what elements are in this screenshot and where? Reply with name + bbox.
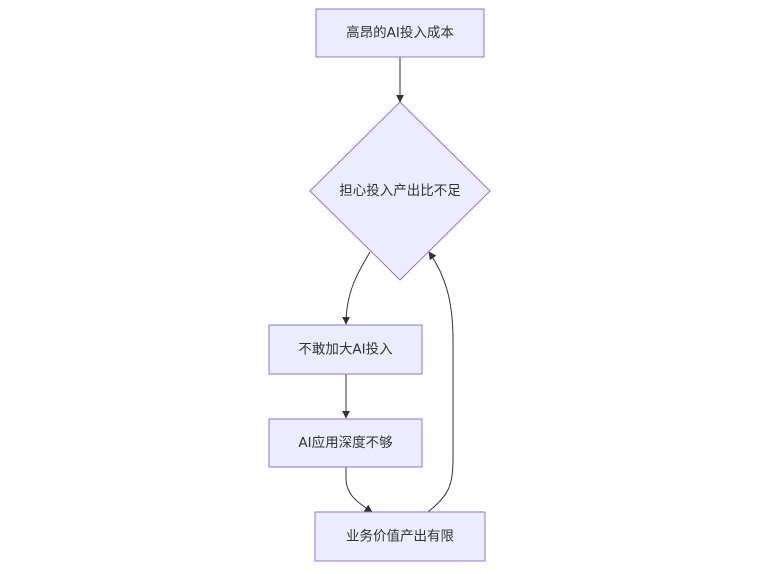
node-roi-concern-label: 担心投入产出比不足 (339, 183, 461, 199)
node-shallow-ai-usage-box (268, 418, 423, 468)
node-hesitate-invest[interactable]: 不敢加大AI投入 (268, 324, 423, 375)
node-limited-business-value[interactable]: 业务价值产出有限 (314, 511, 486, 562)
node-roi-concern-decision[interactable]: 担心投入产出比不足 (309, 101, 491, 281)
node-roi-concern-diamond (309, 101, 491, 281)
node-hesitate-invest-box (268, 324, 423, 375)
node-high-ai-cost-label: 高昂的AI投入成本 (346, 24, 454, 41)
edge-b-to-c (342, 251, 371, 325)
node-hesitate-invest-label: 不敢加大AI投入 (298, 342, 393, 358)
edge-e-to-b (427, 251, 454, 513)
node-high-ai-cost-box (315, 8, 485, 58)
node-high-ai-cost[interactable]: 高昂的AI投入成本 (315, 8, 485, 58)
edges (342, 57, 454, 513)
node-shallow-ai-usage-label: AI应用深度不够 (298, 434, 393, 451)
node-limited-business-value-box (314, 511, 486, 562)
edge-d-to-e (345, 467, 373, 513)
node-limited-business-value-label: 业务价值产出有限 (346, 529, 454, 545)
node-shallow-ai-usage[interactable]: AI应用深度不够 (268, 418, 423, 468)
